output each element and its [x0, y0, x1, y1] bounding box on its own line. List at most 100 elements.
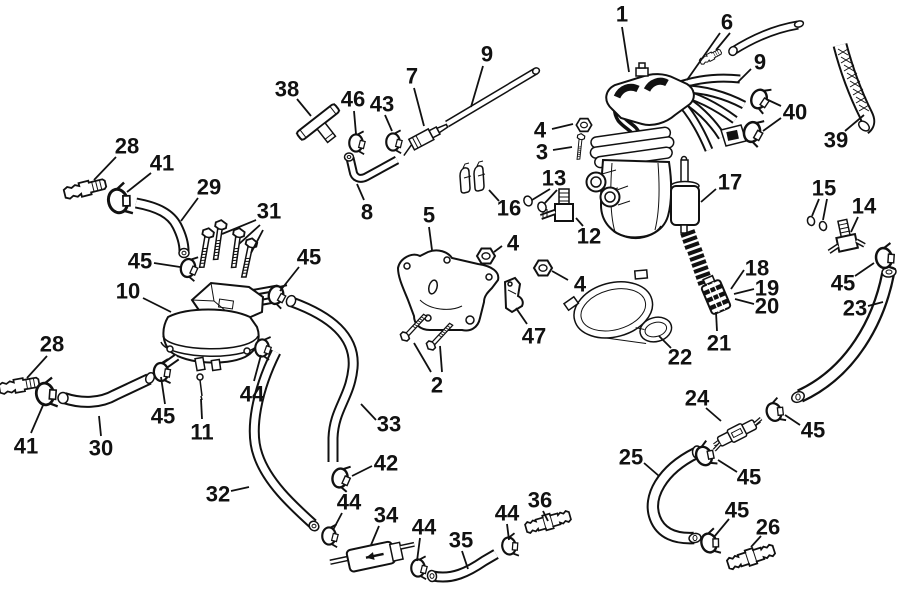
leader-line-41: [30, 402, 45, 434]
leader-line-40: [765, 98, 782, 107]
callout-45-37: 45: [737, 465, 761, 490]
hose-clamp-45: [872, 241, 899, 274]
leader-line-28: [26, 355, 48, 379]
callout-14-42: 14: [852, 194, 877, 219]
hose-clamp-44: [499, 531, 522, 560]
leader-line-5: [428, 226, 433, 251]
callout-20-46: 20: [755, 294, 779, 319]
leader-line-36: [542, 510, 549, 522]
leader-line-4: [493, 245, 503, 253]
leader-line-45: [160, 376, 166, 405]
callout-23-40: 23: [843, 296, 867, 321]
leader-line-8: [356, 183, 365, 201]
leader-line-28: [93, 156, 117, 181]
callout-44-19: 44: [240, 382, 265, 407]
nut-4: [533, 259, 553, 277]
leader-line-31: [238, 224, 261, 245]
leader-line-12: [575, 217, 584, 227]
spring: [680, 229, 713, 286]
callout-28-10: 28: [115, 134, 139, 159]
callout-1-0: 1: [616, 2, 628, 27]
callout-44-28: 44: [337, 490, 362, 515]
leader-line-2: [413, 342, 432, 373]
callout-7-6: 7: [406, 64, 418, 89]
leader-line-14: [850, 216, 859, 233]
callout-31-14: 31: [257, 199, 281, 224]
callout-30-24: 30: [89, 436, 113, 461]
pump-body: [162, 308, 260, 364]
callout-24-38: 24: [685, 386, 710, 411]
callout-44-32: 44: [495, 501, 520, 526]
elbow-fitting-14: [827, 218, 866, 254]
hose-clamp-45: [761, 395, 789, 427]
callout-32-25: 32: [206, 482, 230, 507]
fitting-7: [403, 123, 449, 156]
leader-line-42: [351, 465, 373, 477]
callout-26-34: 26: [756, 515, 780, 540]
leader-line-24: [705, 407, 722, 422]
hose-clamp-45: [177, 253, 201, 283]
bolt-3: [573, 132, 586, 161]
barb-fitting-28: [62, 175, 109, 202]
leader-line-13: [543, 189, 558, 205]
callout-6-1: 6: [721, 10, 733, 35]
leader-line-44: [332, 512, 343, 531]
leader-line-22: [658, 335, 672, 349]
leader-line-32: [230, 486, 250, 492]
leader-line-26: [750, 535, 762, 548]
callout-9-2: 9: [754, 50, 766, 75]
filter-element-17: [670, 155, 700, 234]
leader-line-45: [713, 518, 730, 538]
callout-46-8: 46: [341, 87, 365, 112]
leader-line-9: [470, 65, 484, 108]
callout-35-31: 35: [449, 528, 473, 553]
retainer-clip-47: [503, 276, 524, 314]
callout-41-23: 41: [14, 434, 38, 459]
callout-43-9: 43: [370, 92, 394, 117]
leader-line-45: [717, 459, 738, 473]
callout-10-17: 10: [116, 279, 140, 304]
leader-line-45: [784, 414, 801, 426]
leader-line-45: [279, 266, 300, 292]
callout-33-26: 33: [377, 412, 401, 437]
callout-34-29: 34: [374, 503, 399, 528]
leader-line-31: [221, 219, 257, 235]
callout-25-36: 25: [619, 445, 643, 470]
callout-18-44: 18: [745, 256, 769, 281]
hose-clamp-40: [739, 115, 768, 149]
callout-44-30: 44: [412, 515, 437, 540]
leader-line-2: [439, 345, 443, 373]
hose-clamp-44: [410, 555, 429, 581]
hose-clamp-40: [746, 83, 775, 116]
mounting-bolts-31: [194, 218, 259, 280]
o-rings-13: [523, 195, 547, 213]
leader-line-4: [551, 123, 574, 130]
callout-15-43: 15: [812, 176, 836, 201]
leader-line-15: [811, 198, 820, 217]
hose-clamp-44: [321, 523, 340, 549]
leader-line-15: [822, 198, 828, 221]
hose-33: [290, 296, 359, 462]
leader-line-1: [621, 26, 630, 73]
leader-line-44: [253, 354, 262, 382]
leader-line-41: [126, 172, 152, 193]
leader-line-44: [416, 537, 421, 562]
leader-line-18: [730, 269, 745, 290]
leader-line-3: [552, 146, 573, 151]
callout-9-5: 9: [481, 42, 493, 67]
barb-fitting-6: [698, 47, 724, 67]
fuel-filter-assembly-1: [585, 62, 747, 239]
callout-39-4: 39: [824, 128, 848, 153]
leader-line-6: [686, 32, 721, 81]
leader-line-25: [643, 462, 660, 477]
screw-11: [196, 373, 204, 401]
callout-2-58: 2: [431, 373, 443, 398]
callout-16-53: 16: [497, 196, 521, 221]
callout-47-57: 47: [522, 324, 546, 349]
leader-line-44: [506, 523, 510, 541]
callout-3-51: 3: [536, 140, 548, 165]
leader-line-34: [370, 525, 380, 546]
